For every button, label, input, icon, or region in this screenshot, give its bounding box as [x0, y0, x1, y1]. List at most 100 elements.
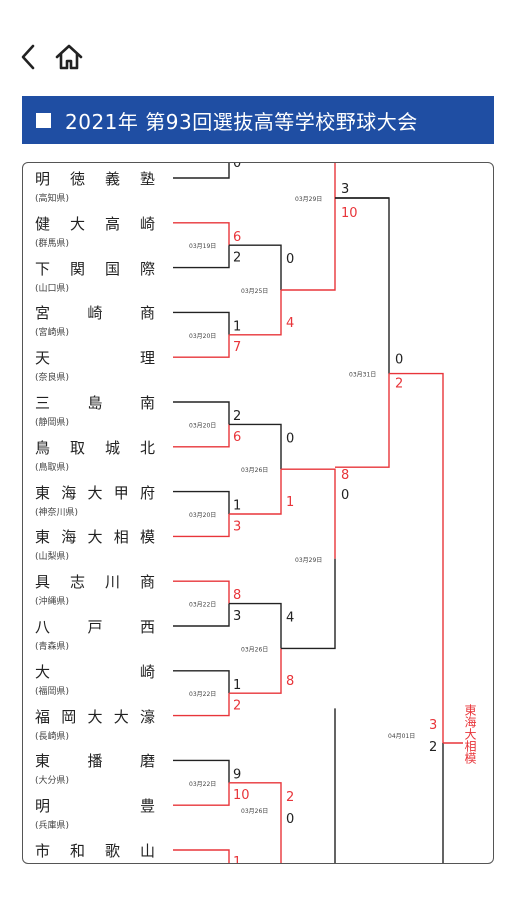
champion-label: 東海大相模	[463, 704, 477, 764]
team-name: 宮崎商	[35, 304, 155, 323]
team-entry[interactable]: 具志川商(沖縄県)	[35, 571, 155, 607]
team-prefecture: (奈良県)	[35, 373, 70, 384]
team-name: 東海大相模	[35, 528, 155, 547]
team-prefecture: (福岡県)	[35, 686, 70, 697]
bracket-line	[173, 514, 230, 538]
bracket-line	[281, 163, 336, 291]
score-label: 3	[233, 609, 241, 624]
score-label: 1	[233, 855, 241, 863]
team-prefecture: (山口県)	[35, 283, 70, 294]
team-name: 八戸西	[35, 618, 155, 636]
team-entry[interactable]: 鳥取城北(鳥取県)	[35, 437, 155, 473]
bracket-line	[229, 290, 282, 336]
score-label: 8	[233, 588, 241, 603]
score-label: 0	[286, 252, 294, 267]
tournament-bracket[interactable]: 明徳義塾(高知県) 健大高崎 (群馬県) 下関国際 (山口県) 宮崎商 (宮崎県) 天理(奈良…	[22, 162, 494, 864]
top-nav	[0, 0, 506, 92]
match-date: 03月20日	[189, 333, 216, 340]
back-button[interactable]	[12, 40, 44, 74]
score-label: 1	[286, 495, 294, 510]
team-entry[interactable]: 明徳義塾(高知県)	[35, 168, 155, 204]
team-prefecture: (静岡県)	[35, 418, 70, 428]
page-title: 2021年 第93回選抜高等学校野球大会	[65, 109, 418, 134]
score-label: 2	[233, 409, 241, 424]
score-label: 2	[429, 740, 437, 755]
bracket-line	[173, 245, 230, 269]
page-title-bar: 2021年 第93回選抜高等学校野球大会	[22, 96, 494, 144]
bracket-line	[173, 693, 230, 717]
score-label: 2	[233, 251, 241, 266]
match-date: 03月29日	[295, 557, 322, 564]
home-icon	[55, 44, 83, 70]
match-date: 03月22日	[189, 781, 216, 788]
team-entry[interactable]: 東海大甲府(神奈川県)	[35, 482, 155, 518]
team-name: 具志川商	[35, 573, 155, 592]
team-name: 福岡大大濠	[35, 707, 155, 726]
team-name: 東播磨	[35, 752, 155, 771]
team-prefecture: (兵庫県)	[35, 821, 70, 832]
chevron-left-icon	[21, 44, 35, 70]
match-date: 03月26日	[241, 467, 268, 474]
score-label: 10	[233, 788, 250, 803]
match-date: 03月20日	[189, 422, 216, 429]
score-label: 3	[233, 519, 241, 534]
team-name: 下関国際	[35, 259, 155, 278]
team-name: 健大高崎	[35, 214, 155, 233]
team-prefecture: (大分県)	[35, 776, 70, 787]
match-date: 03月19日	[189, 243, 216, 250]
bracket-line	[281, 558, 336, 650]
team-name: 明豊	[35, 797, 155, 816]
team-entry[interactable]: 明豊 (兵庫県)	[35, 795, 155, 831]
team-entry[interactable]: 福岡大大濠 (長崎県)	[35, 706, 155, 742]
team-entry[interactable]: 健大高崎 (群馬県)	[35, 213, 155, 249]
team-prefecture: (鳥取県)	[35, 462, 70, 473]
score-label: 0	[395, 353, 403, 368]
team-entry[interactable]: 市和歌山	[35, 840, 155, 863]
team-prefecture: (青森県)	[35, 642, 70, 652]
match-date: 03月29日	[295, 196, 322, 203]
score-label: 3	[341, 182, 349, 197]
team-entry[interactable]: 下関国際 (山口県)	[35, 258, 155, 294]
team-entry[interactable]: 東播磨 (大分県)	[35, 750, 155, 786]
team-prefecture: (群馬県)	[35, 238, 70, 249]
bracket-line	[229, 782, 282, 863]
score-label: 6	[233, 230, 241, 245]
home-button[interactable]	[52, 40, 86, 74]
team-entry[interactable]: 天理(奈良県)	[35, 347, 155, 383]
score-label: 2	[286, 790, 294, 805]
match-date: 03月25日	[241, 288, 268, 295]
bracket-line	[229, 244, 282, 290]
bracket-line	[173, 334, 230, 358]
score-label: 0	[233, 163, 241, 171]
match-date: 04月01日	[388, 733, 415, 740]
score-label: 2	[233, 699, 241, 714]
bracket-line	[173, 424, 230, 448]
score-label: 9	[233, 767, 241, 782]
score-label: 7	[233, 340, 241, 355]
score-label: 8	[286, 674, 294, 689]
team-entry[interactable]: 八戸西 (青森県)	[35, 616, 155, 652]
bracket-line	[229, 602, 282, 649]
team-name: 明徳義塾	[35, 170, 155, 188]
team-entry[interactable]: 宮崎商 (宮崎県)	[35, 302, 155, 338]
bracket-line	[173, 782, 230, 806]
score-label: 6	[233, 430, 241, 445]
team-prefecture: (長崎県)	[35, 731, 70, 742]
match-date: 03月22日	[189, 602, 216, 609]
bracket-line	[281, 468, 336, 559]
team-name: 大崎	[35, 662, 155, 681]
score-label: 4	[286, 316, 294, 331]
score-label: 8	[341, 468, 349, 483]
bracket-line	[173, 670, 230, 694]
team-entry[interactable]: 大崎 (福岡県)	[35, 661, 155, 697]
team-entry[interactable]: 東海大相模(山梨県)	[35, 526, 155, 562]
team-entry[interactable]: 三島南(静岡県)	[35, 392, 155, 428]
score-label: 4	[286, 611, 294, 626]
match-date: 03月26日	[241, 646, 268, 653]
square-icon	[36, 112, 51, 128]
bracket-line	[173, 603, 230, 627]
team-prefecture: (宮崎県)	[35, 328, 70, 339]
bracket-line	[173, 401, 230, 425]
bracket-line	[173, 490, 230, 514]
bracket-line	[229, 423, 282, 470]
